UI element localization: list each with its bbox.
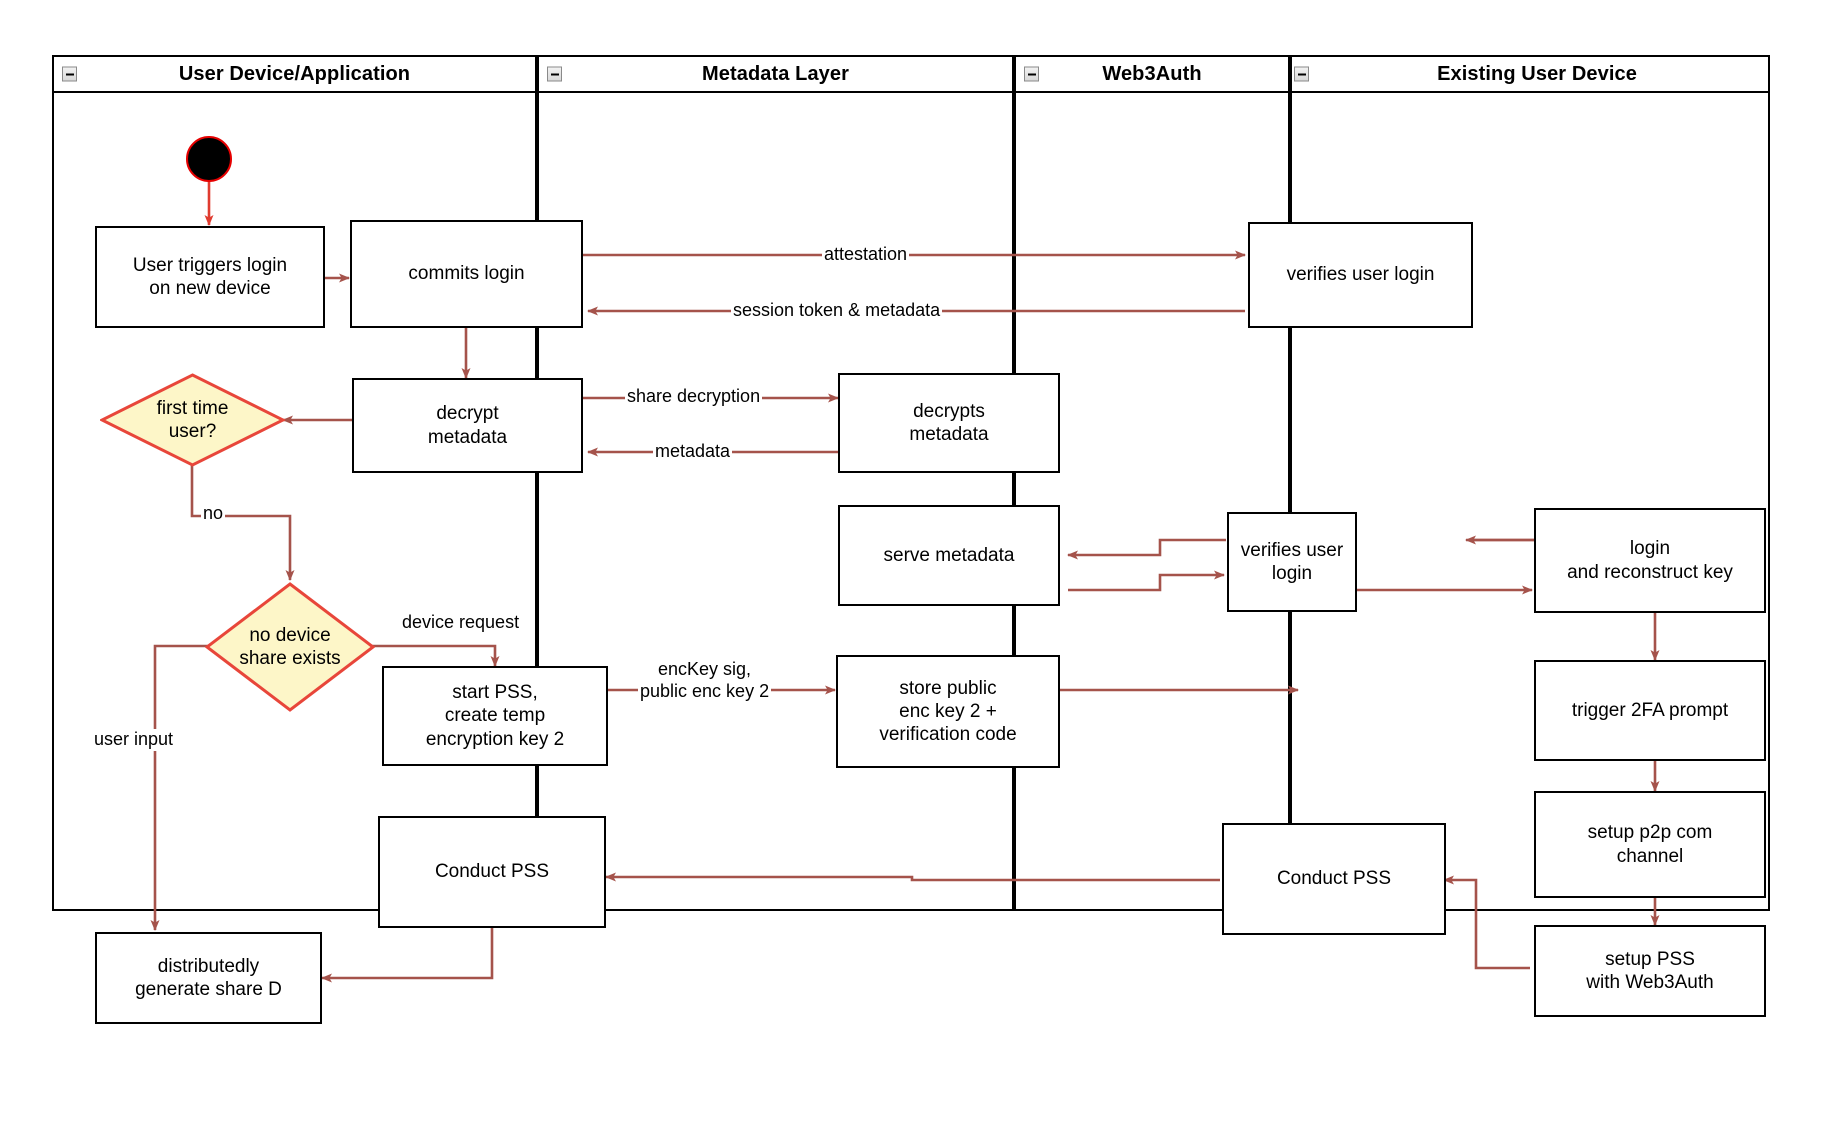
lane-title-metadata: Metadata Layer <box>701 62 849 85</box>
lane-title-web3auth: Web3Auth <box>1102 62 1202 85</box>
decision-label: no device share exists <box>239 624 341 669</box>
diamond-shape <box>205 582 375 712</box>
start-node <box>186 136 232 182</box>
edge-label-user-input: user input <box>92 729 176 751</box>
lane-header-existing-device[interactable]: Existing User Device <box>1290 55 1770 93</box>
edge-label-attestation: attestation <box>822 244 910 266</box>
node-store-public-enc-key[interactable]: store public enc key 2 + verification co… <box>836 655 1060 768</box>
lane-header-metadata[interactable]: Metadata Layer <box>537 55 1014 93</box>
node-trigger-2fa-prompt[interactable]: trigger 2FA prompt <box>1534 660 1766 761</box>
lane-header-web3auth[interactable]: Web3Auth <box>1014 55 1290 93</box>
lane-body-user-device <box>52 93 537 911</box>
decision-first-time-user[interactable]: first time user? <box>100 373 285 467</box>
node-conduct-pss-web3auth[interactable]: Conduct PSS <box>1222 823 1446 935</box>
node-conduct-pss-user[interactable]: Conduct PSS <box>378 816 606 928</box>
node-decrypts-metadata[interactable]: decrypts metadata <box>838 373 1060 473</box>
node-decrypt-metadata[interactable]: decrypt metadata <box>352 378 583 473</box>
node-serve-metadata[interactable]: serve metadata <box>838 505 1060 606</box>
collapse-minus-icon[interactable] <box>1294 66 1309 82</box>
node-setup-p2p-com-channel[interactable]: setup p2p com channel <box>1534 791 1766 898</box>
node-start-pss-create-temp-key[interactable]: start PSS, create temp encryption key 2 <box>382 666 608 766</box>
edge-label-share-decryption: share decryption <box>625 386 763 408</box>
lane-body-metadata <box>537 93 1014 911</box>
edge-label-no: no <box>201 503 226 525</box>
node-user-triggers-login[interactable]: User triggers login on new device <box>95 226 325 328</box>
lane-body-web3auth <box>1014 93 1290 911</box>
decision-no-device-share-exists[interactable]: no device share exists <box>205 582 375 712</box>
lane-title-existing-device: Existing User Device <box>1437 62 1637 85</box>
decision-label: first time user? <box>156 397 229 442</box>
edge-label-session-token-metadata: session token & metadata <box>731 300 943 322</box>
edge-label-device-request: device request <box>400 612 522 634</box>
lane-header-user-device[interactable]: User Device/Application <box>52 55 537 93</box>
collapse-minus-icon[interactable] <box>62 66 77 82</box>
collapse-minus-icon[interactable] <box>547 66 562 82</box>
node-verifies-user-login-2[interactable]: verifies user login <box>1227 512 1357 612</box>
node-verifies-user-login-1[interactable]: verifies user login <box>1248 222 1473 328</box>
edge-label-enckey-sig-public-enc-key-2: encKey sig, public enc key 2 <box>638 659 772 703</box>
node-distributedly-generate-share-d[interactable]: distributedly generate share D <box>95 932 322 1024</box>
node-setup-pss-with-web3auth[interactable]: setup PSS with Web3Auth <box>1534 925 1766 1017</box>
collapse-minus-icon[interactable] <box>1024 66 1039 82</box>
node-commits-login[interactable]: commits login <box>350 220 583 328</box>
node-login-and-reconstruct-key[interactable]: login and reconstruct key <box>1534 508 1766 613</box>
lane-title-user-device: User Device/Application <box>178 62 411 85</box>
edge-label-metadata: metadata <box>653 441 733 463</box>
lane-body-existing-device <box>1290 93 1770 911</box>
